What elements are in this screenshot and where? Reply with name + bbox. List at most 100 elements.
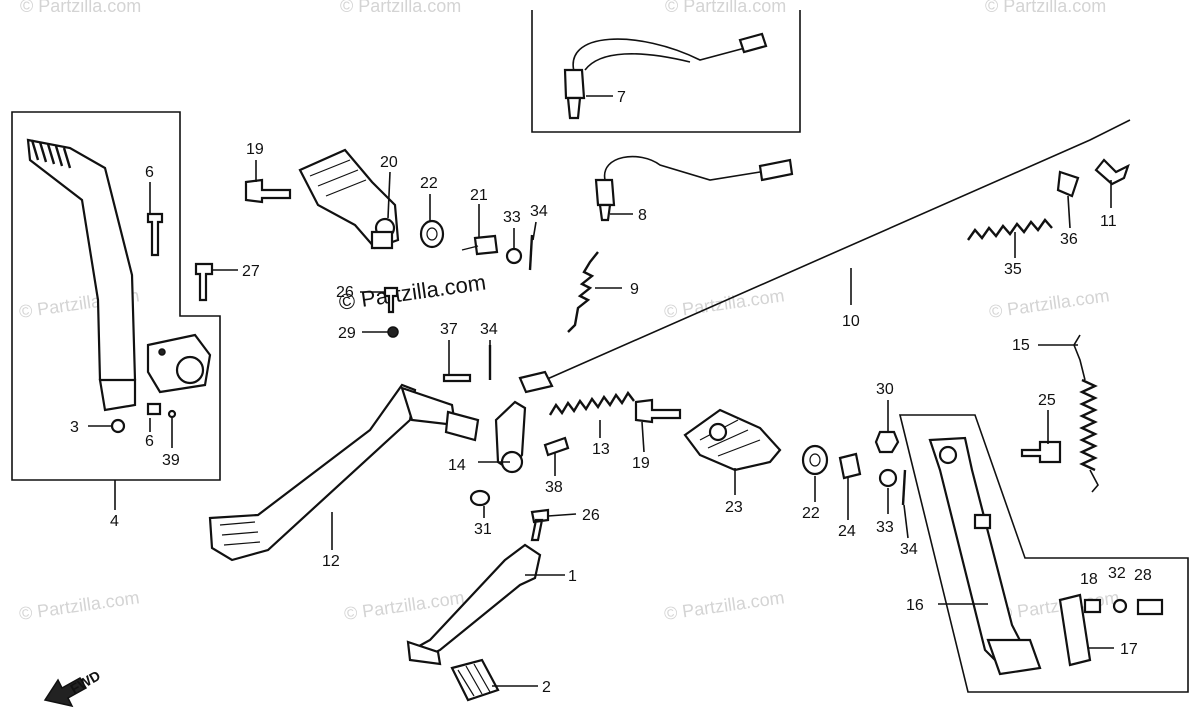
- nut-30: [874, 430, 900, 454]
- pin-19-upper: [244, 178, 292, 204]
- stand-rubber-17: [1058, 593, 1092, 667]
- collar-18: [1083, 598, 1102, 614]
- watermark: © Partzilla.com: [340, 0, 461, 16]
- shift-rubber-2: [450, 658, 500, 702]
- fwd-indicator: FWD: [43, 667, 103, 708]
- kick-starter-group-box: [11, 111, 221, 481]
- callout-10: 10: [842, 313, 860, 330]
- callout-37: 37: [440, 321, 458, 338]
- pin-34-lower: [901, 469, 907, 506]
- collar-22-upper: [419, 219, 445, 249]
- callout-26b: 26: [582, 507, 600, 524]
- watermark: © Partzilla.com: [988, 285, 1111, 322]
- callout-32: 32: [1108, 565, 1126, 582]
- callout-36: 36: [1060, 231, 1078, 248]
- nut-29: [387, 326, 399, 338]
- spring-24: [838, 452, 862, 480]
- bolt-6-upper: [146, 212, 164, 257]
- spring-13: [548, 390, 635, 416]
- spring-21: [461, 234, 499, 256]
- callout-18: 18: [1080, 571, 1098, 588]
- brake-pedal-12: [208, 383, 480, 562]
- callout-38: 38: [545, 479, 563, 496]
- callout-22b: 22: [802, 505, 820, 522]
- watermark: © Partzilla.com: [998, 587, 1121, 624]
- joint-36: [1056, 170, 1080, 198]
- neutral-switch-group-box: [531, 10, 801, 133]
- callout-12: 12: [322, 553, 340, 570]
- callout-13: 13: [592, 441, 610, 458]
- callout-35: 35: [1004, 261, 1022, 278]
- callout-31: 31: [474, 521, 492, 538]
- bolt-25: [1020, 440, 1062, 464]
- footpeg-20: [298, 148, 400, 250]
- spring-15: [1073, 334, 1099, 493]
- callout-6b: 6: [145, 433, 154, 450]
- watermark: © Partzilla.com: [20, 0, 141, 16]
- callout-33a: 33: [503, 209, 521, 226]
- bolt-27: [194, 262, 214, 302]
- callout-layer: 7 8 9 10 11 36 35 15 25 30 33 34 24 22 2…: [70, 89, 1152, 696]
- neutral-switch-7: [563, 32, 768, 120]
- bolt-26-upper: [383, 286, 399, 314]
- kick-starter-arm: [26, 138, 137, 412]
- callout-20: 20: [380, 154, 398, 171]
- callout-39: 39: [162, 452, 180, 469]
- callout-25: 25: [1038, 392, 1056, 409]
- callout-15: 15: [1012, 337, 1030, 354]
- callout-2: 2: [542, 679, 551, 696]
- kick-starter-boss: [146, 333, 212, 394]
- brake-rod-10: [518, 119, 1131, 394]
- footpeg-23: [683, 408, 782, 472]
- callout-34b: 34: [480, 321, 498, 338]
- callout-21: 21: [470, 187, 488, 204]
- bolt-28: [1136, 598, 1164, 616]
- callout-3: 3: [70, 419, 79, 436]
- callout-27: 27: [242, 263, 260, 280]
- nut-3: [110, 418, 126, 434]
- callout-19b: 19: [632, 455, 650, 472]
- leader-lines: [88, 95, 1114, 687]
- shift-lever-1: [406, 543, 542, 666]
- watermark: © Partzilla.com: [985, 0, 1106, 16]
- callout-14: 14: [448, 457, 466, 474]
- watermark: © Partzilla.com: [663, 285, 786, 322]
- callout-30: 30: [876, 381, 894, 398]
- callout-26a: 26: [336, 284, 354, 301]
- side-stand-group-box: [898, 414, 1189, 693]
- callout-17: 17: [1120, 641, 1138, 658]
- nut-31: [469, 489, 491, 507]
- callout-4: 4: [110, 513, 119, 530]
- bolt-37: [442, 373, 472, 383]
- callout-7: 7: [617, 89, 626, 106]
- washer-33-upper: [505, 247, 523, 265]
- brake-arm-14: [494, 400, 527, 474]
- watermark: © Partzilla.com: [665, 0, 786, 16]
- callout-24: 24: [838, 523, 856, 540]
- sensor-8: [594, 155, 794, 222]
- callout-34a: 34: [530, 203, 548, 220]
- collar-22-lower: [801, 444, 829, 476]
- pin-39: [167, 409, 177, 419]
- callout-1: 1: [568, 568, 577, 585]
- callout-9: 9: [630, 281, 639, 298]
- bolt-26-lower: [530, 508, 550, 542]
- fwd-label: FWD: [67, 667, 103, 697]
- callout-11: 11: [1100, 213, 1117, 230]
- bolt-38: [543, 436, 570, 457]
- watermark: © Partzilla.com: [663, 587, 786, 624]
- spring-35: [967, 218, 1053, 241]
- pin-34-upper: [528, 234, 534, 271]
- callout-28: 28: [1134, 567, 1152, 584]
- pin-19-lower: [634, 398, 682, 424]
- callout-23: 23: [725, 499, 743, 516]
- fwd-arrow-icon: [43, 676, 88, 708]
- callout-6a: 6: [145, 164, 154, 181]
- side-stand-16: [928, 436, 1042, 676]
- center-watermark: © Partzilla.com: [337, 270, 487, 315]
- callout-19a: 19: [246, 141, 264, 158]
- callout-8: 8: [638, 207, 647, 224]
- bolt-6-lower: [146, 402, 162, 416]
- washer-33-lower: [878, 468, 898, 488]
